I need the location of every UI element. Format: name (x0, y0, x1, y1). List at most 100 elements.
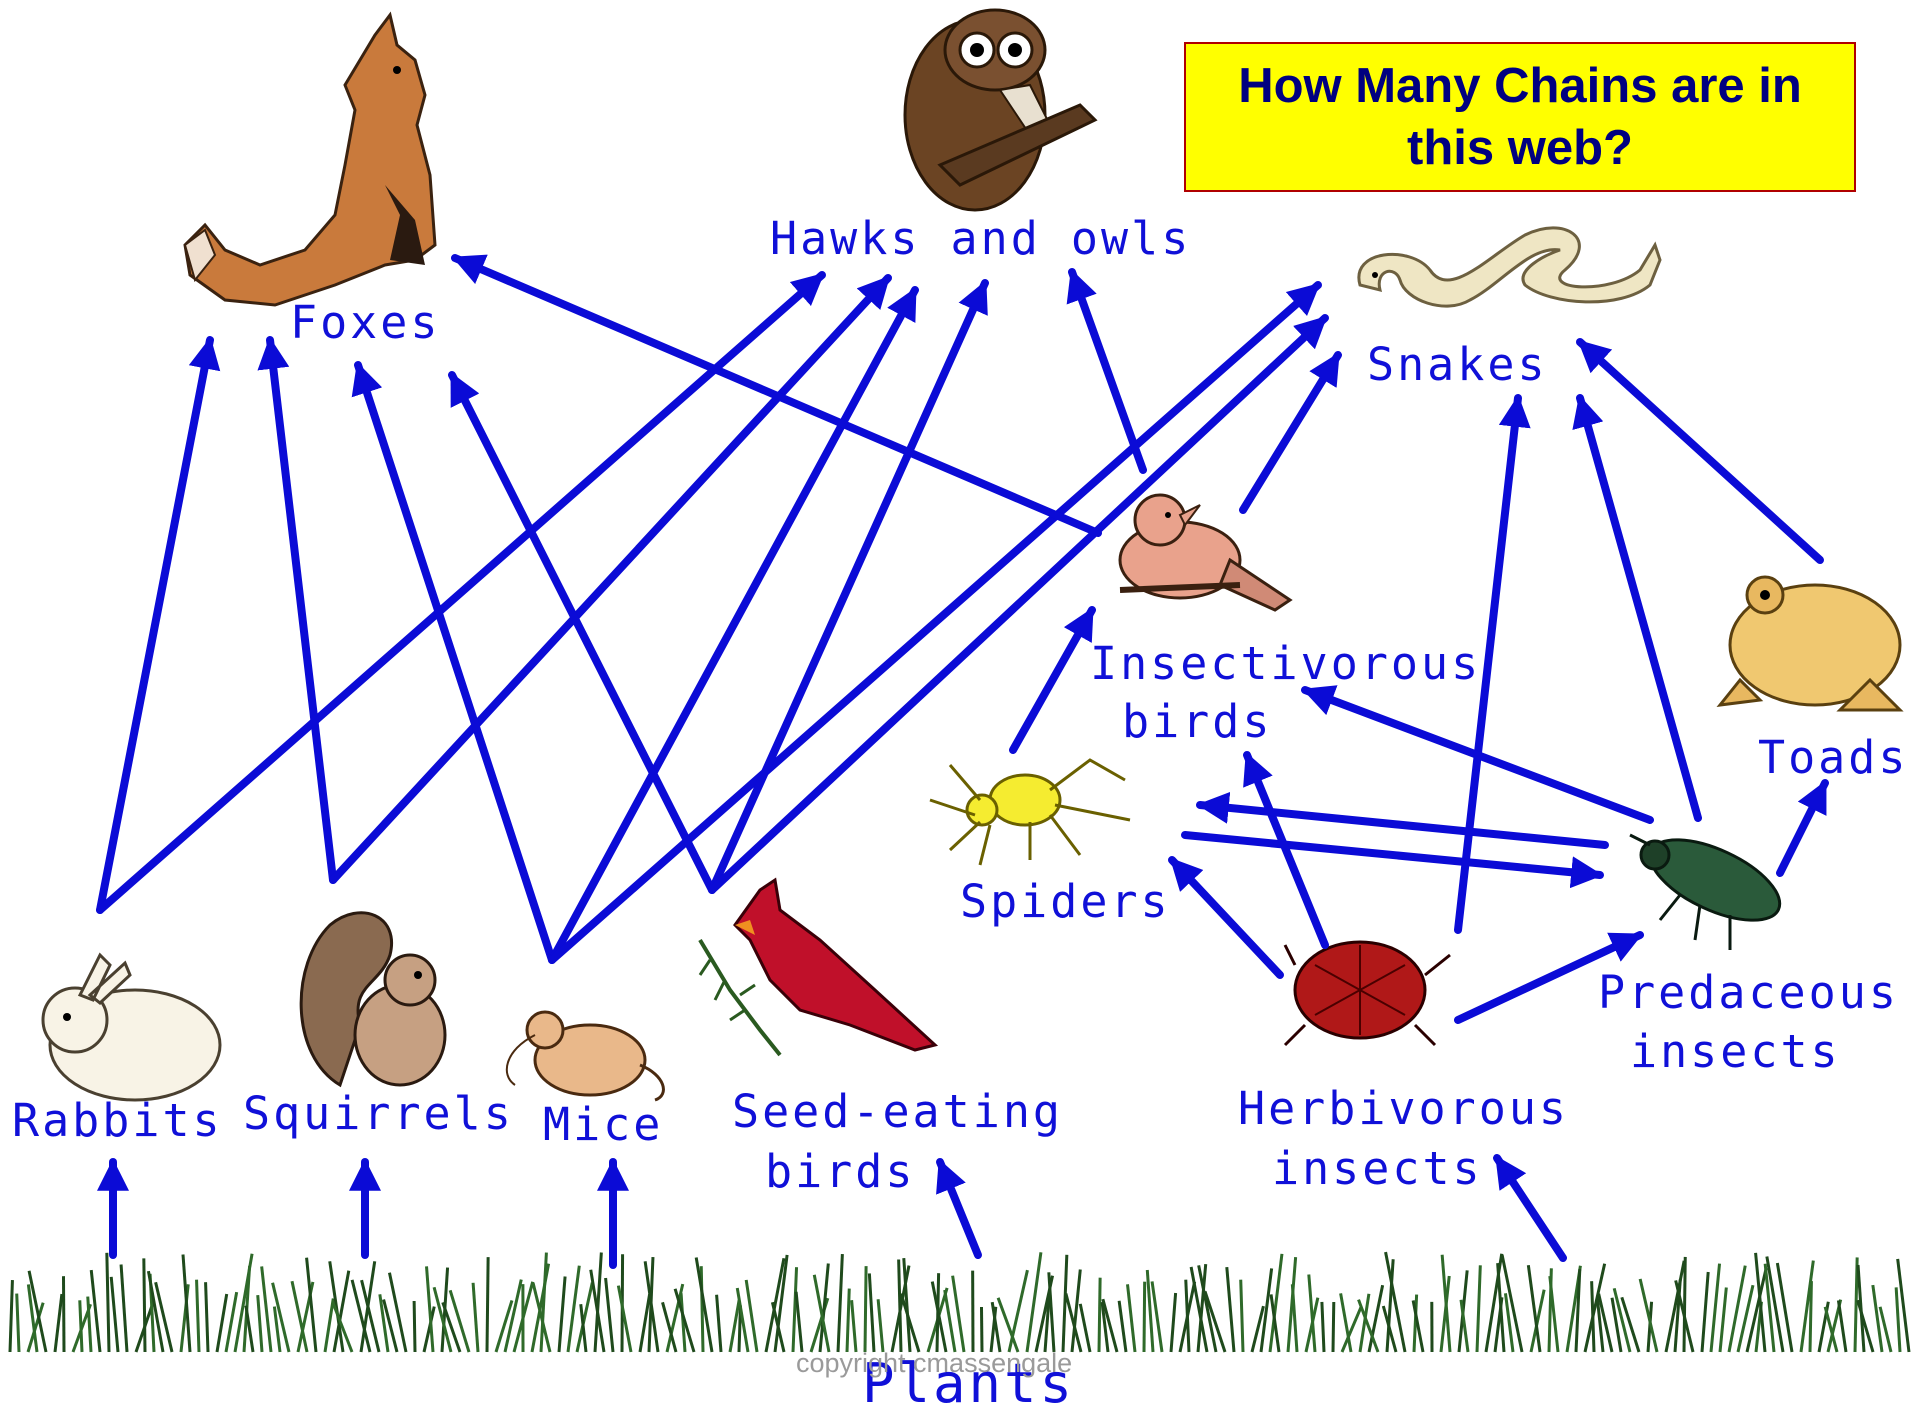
grass-blade (144, 1258, 145, 1352)
grass-blade (717, 1295, 721, 1352)
grass-blade (1838, 1300, 1846, 1352)
beetle-icon (1630, 823, 1791, 950)
arrow-plants-herbinsects (1497, 1158, 1563, 1258)
grass-blade (981, 1307, 982, 1352)
grass-blade (389, 1273, 406, 1352)
grass-blade (869, 1273, 874, 1352)
grass-blade (1080, 1304, 1090, 1352)
label-foxes: Foxes (290, 294, 440, 352)
grass-blade (796, 1292, 802, 1352)
owl-icon (905, 10, 1095, 210)
label-insectivorous-birds-1: Insectivorous (1090, 635, 1481, 693)
grass-blade (258, 1295, 262, 1352)
copyright-text: copyright cmassengale (796, 1348, 1072, 1379)
grass-blade (1144, 1282, 1145, 1352)
label-seed-eating-birds-2: birds (765, 1143, 915, 1201)
label-herbivorous-insects-1: Herbivorous (1238, 1080, 1569, 1138)
grass-blade (1477, 1265, 1480, 1352)
grass-blade (618, 1286, 631, 1352)
grass-blade (746, 1280, 757, 1352)
grass-blade (17, 1294, 19, 1352)
fox-icon (185, 15, 435, 305)
arrow-herbinsects-spiders (1172, 860, 1280, 975)
grass-blade (899, 1259, 901, 1352)
grass-blade (1186, 1280, 1189, 1352)
bird-icon (1120, 495, 1290, 610)
arrow-predinsects-snakes (1580, 398, 1698, 818)
grass-blade (325, 1299, 333, 1352)
grass-blade (487, 1257, 488, 1352)
grass-blade (591, 1270, 604, 1352)
grass-blade (1684, 1257, 1685, 1352)
label-seed-eating-birds-1: Seed-eating (732, 1083, 1063, 1141)
arrow-spiders-insbirds (1013, 610, 1092, 750)
grass-icon (10, 1252, 1909, 1352)
grass-blade (111, 1277, 118, 1352)
grass-blade (1333, 1302, 1334, 1352)
grass-blade (1896, 1287, 1900, 1352)
grass-blade (1702, 1272, 1708, 1352)
grass-blade (1858, 1300, 1873, 1352)
grass-blade (197, 1280, 199, 1352)
grass-blade (1592, 1281, 1594, 1352)
grass-blade (121, 1264, 127, 1352)
grass-blade (1873, 1285, 1882, 1352)
grass-blade (1810, 1281, 1811, 1352)
grass-blade (1855, 1257, 1857, 1352)
grass-blade (107, 1253, 109, 1352)
grass-blade (1171, 1293, 1176, 1352)
grass-blade (473, 1283, 478, 1352)
spider-icon (930, 760, 1130, 865)
grass-blade (852, 1300, 856, 1352)
grass-blade (1227, 1267, 1234, 1352)
grass-blade (55, 1294, 62, 1352)
arrow-mice-hawks (552, 290, 915, 960)
grass-blade (10, 1280, 12, 1352)
grass-blade (772, 1302, 784, 1352)
squirrel-icon (301, 913, 445, 1085)
rabbit-icon (43, 955, 220, 1100)
arrow-squirrels-hawks (333, 278, 888, 880)
grass-blade (1711, 1264, 1720, 1352)
grass-blade (1119, 1301, 1126, 1352)
grass-blade (414, 1301, 415, 1352)
grass-blade (450, 1290, 469, 1352)
grass-blade (80, 1300, 82, 1352)
grass-blade (1099, 1278, 1100, 1352)
arrow-squirrels-foxes (270, 340, 333, 880)
grass-blade (838, 1254, 842, 1352)
grass-blade (1729, 1266, 1745, 1352)
grass-blade (793, 1267, 797, 1352)
label-spiders: Spiders (960, 873, 1171, 931)
grass-blade (206, 1282, 208, 1352)
grass-blade (217, 1294, 227, 1352)
beetle-icon (1285, 942, 1450, 1045)
grass-blade (1720, 1287, 1726, 1352)
grass-blade (1127, 1284, 1135, 1352)
grass-blade (559, 1276, 565, 1352)
grass-blade (878, 1299, 883, 1352)
grass-blade (847, 1289, 849, 1352)
grass-blade (1241, 1280, 1243, 1352)
grass-blade (945, 1290, 955, 1352)
grass-blade (568, 1266, 579, 1352)
label-snakes: Snakes (1367, 336, 1548, 394)
question-box: How Many Chains are in this web? (1184, 42, 1856, 192)
grass-blade (865, 1266, 866, 1352)
label-herbivorous-insects-2: insects (1272, 1140, 1483, 1198)
grass-blade (1292, 1284, 1297, 1352)
label-hawks-owls: Hawks and owls (770, 210, 1191, 268)
snake-icon (1359, 228, 1660, 306)
cardinal-icon (700, 880, 935, 1055)
toad-icon (1720, 577, 1900, 710)
arrow-seedbirds-foxes (452, 375, 712, 890)
grass-blade (63, 1276, 64, 1352)
arrow-insbirds-hawks (1072, 272, 1143, 470)
grass-blade (606, 1278, 613, 1352)
grass-blade (1322, 1302, 1324, 1352)
label-toads: Toads (1758, 729, 1908, 787)
arrow-insbirds-foxes (455, 258, 1098, 533)
label-predaceous-insects-1: Predaceous (1598, 964, 1899, 1022)
label-rabbits: Rabbits (12, 1092, 223, 1150)
arrow-plants-seedbirds (940, 1162, 978, 1255)
